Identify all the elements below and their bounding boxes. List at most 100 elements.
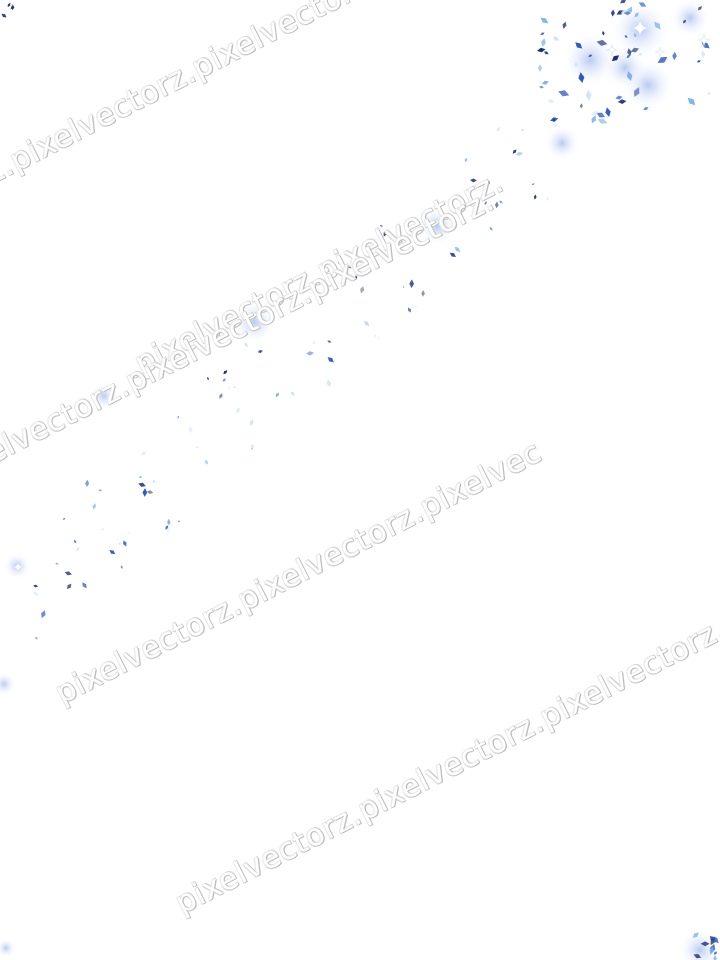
confetti-diamond-icon <box>101 528 104 530</box>
confetti-diamond-icon <box>620 9 629 15</box>
confetti-glow <box>670 0 710 38</box>
confetti-diamond-icon <box>109 549 116 555</box>
confetti-diamond-icon <box>627 48 632 57</box>
confetti-diamond-icon <box>73 539 77 544</box>
confetti-diamond-icon <box>383 230 388 237</box>
confetti-glow <box>0 938 16 958</box>
confetti-diamond-icon <box>326 379 331 388</box>
sparkle-group <box>11 17 712 574</box>
confetti-diamond-icon <box>531 183 535 185</box>
confetti-diamond-icon <box>379 224 384 227</box>
confetti-diamond-icon <box>34 636 38 640</box>
confetti-diamond-icon <box>617 99 627 104</box>
confetti-diamond-icon <box>470 178 477 183</box>
confetti-diamond-icon <box>489 226 493 231</box>
confetti-diamond-icon <box>713 955 717 960</box>
confetti-diamond-icon <box>597 118 608 124</box>
confetti-diamond-icon <box>438 201 446 206</box>
confetti-glow <box>0 672 16 696</box>
confetti-diamond-icon <box>575 42 583 49</box>
sparkle-icon <box>654 46 666 58</box>
confetti-glow <box>603 46 647 90</box>
confetti-diamond-icon <box>697 6 702 11</box>
confetti-diamond-icon <box>249 444 256 448</box>
confetti-glow <box>417 206 457 246</box>
confetti-diamond-icon <box>355 275 358 280</box>
confetti-diamond-icon <box>228 385 231 390</box>
confetti-diamond-icon <box>615 95 623 100</box>
confetti-diamond-icon <box>610 9 615 17</box>
confetti-diamond-icon <box>66 583 72 590</box>
confetti-diamond-icon <box>188 425 193 434</box>
confetti-diamond-icon <box>204 459 209 465</box>
confetti-diamond-icon <box>626 54 630 59</box>
confetti-diamond-icon <box>538 85 544 89</box>
confetti-diamond-icon <box>515 151 524 156</box>
confetti-diamond-icon <box>62 518 66 520</box>
confetti-diamond-icon <box>709 946 714 955</box>
confetti-diamond-icon <box>701 50 706 58</box>
confetti-diamond-icon <box>167 518 171 526</box>
confetti-diamond-icon <box>643 107 649 111</box>
confetti-diamond-icon <box>257 350 263 353</box>
confetti-diamond-icon <box>696 60 701 63</box>
confetti-diamond-icon <box>138 482 146 487</box>
confetti-diamond-icon <box>687 97 696 106</box>
confetti-diamond-icon <box>402 285 405 289</box>
confetti-diamond-icon <box>591 115 596 124</box>
confetti-diamond-icon <box>7 2 11 8</box>
confetti-diamond-icon <box>374 334 376 338</box>
confetti-diamond-icon <box>306 351 315 356</box>
confetti-diamond-icon <box>420 217 426 223</box>
confetti-diamond-icon <box>41 610 46 619</box>
confetti-diamond-icon <box>520 128 525 132</box>
confetti-diamond-icon <box>233 386 236 388</box>
confetti-diamond-icon <box>692 932 699 938</box>
confetti-diamond-icon <box>706 92 712 95</box>
confetti-diamond-icon <box>33 584 39 588</box>
confetti-diamond-icon <box>683 19 686 24</box>
confetti-diamond-icon <box>363 320 370 326</box>
confetti-diamond-icon <box>249 419 254 427</box>
confetti-diamond-icon <box>630 47 640 53</box>
confetti-diamond-icon <box>206 376 209 381</box>
confetti-diamond-icon <box>142 488 148 497</box>
confetti-diamond-icon <box>541 38 546 47</box>
confetti-diamond-icon <box>552 36 560 41</box>
confetti-diamond-icon <box>153 480 155 483</box>
confetti-diamond-icon <box>127 531 131 534</box>
confetti-diamond-icon <box>454 246 461 253</box>
confetti-diamond-icon <box>578 72 585 84</box>
confetti-diamond-icon <box>327 357 334 363</box>
confetti-diamond-icon <box>588 54 593 57</box>
confetti-diamond-icon <box>390 236 392 240</box>
confetti-diamond-icon <box>146 490 154 494</box>
confetti-diamond-icon <box>250 447 253 451</box>
confetti-diamond-icon <box>98 489 103 492</box>
confetti-diamond-icon <box>166 527 170 533</box>
confetti-diamond-icon <box>540 32 545 36</box>
confetti-diamond-icon <box>347 266 352 269</box>
confetti-diamond-icon <box>449 252 456 257</box>
confetti-diamond-icon <box>552 117 556 123</box>
confetti-diamond-icon <box>496 126 501 132</box>
confetti-diamond-icon <box>537 64 543 73</box>
confetti-diamond-icon <box>1 13 7 18</box>
confetti-diamond-icon <box>712 936 719 944</box>
confetti-diamond-icon <box>540 17 549 24</box>
confetti-diamond-icon <box>672 51 677 61</box>
confetti-diamond-icon <box>652 83 657 92</box>
confetti-diamond-icon <box>76 547 80 552</box>
confetti-diamond-icon <box>377 337 380 340</box>
confetti-diamond-icon <box>408 307 411 313</box>
sparkle-icon <box>11 560 25 574</box>
confetti-diamond-icon <box>494 201 499 209</box>
confetti-diamond-icon <box>590 111 600 116</box>
confetti-diamond-icon <box>195 446 199 448</box>
confetti-diamond-icon <box>602 30 605 36</box>
confetti-diamond-icon <box>624 35 628 39</box>
confetti-glow <box>678 928 720 960</box>
confetti-diamond-icon <box>478 196 487 201</box>
confetti-diamond-icon <box>484 201 487 205</box>
